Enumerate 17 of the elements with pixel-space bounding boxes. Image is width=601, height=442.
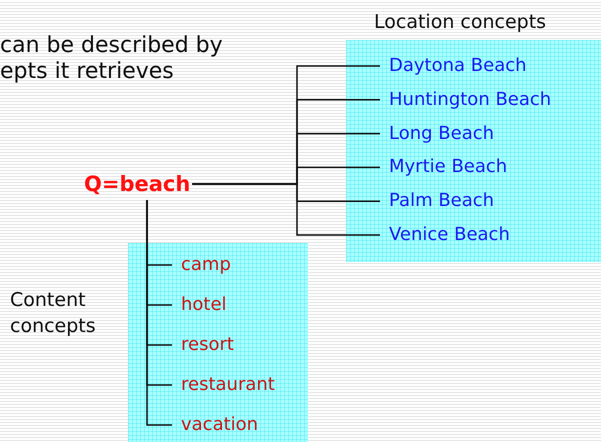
concept-label: camp [180,254,231,276]
concept-label: resort [180,334,234,356]
query-label: Q=beach [84,171,190,197]
concept-label: Daytona Beach [388,55,527,77]
connector-line [192,183,380,236]
note-text: can be described by epts it retrieves [0,33,224,85]
concept-label: Venice Beach [388,224,510,246]
concept-label: restaurant [180,374,275,396]
concept-label: Long Beach [388,122,494,145]
concept-label: Myrtie Beach [388,156,508,178]
concept-label: hotel [180,294,227,316]
concept-label: Palm Beach [388,190,494,212]
concept-label: Huntington Beach [388,88,552,111]
panel-heading: Content concepts [10,288,97,339]
concept-label: vacation [180,414,258,436]
connector-line [146,200,172,426]
panel-heading: Location concepts [374,10,546,35]
